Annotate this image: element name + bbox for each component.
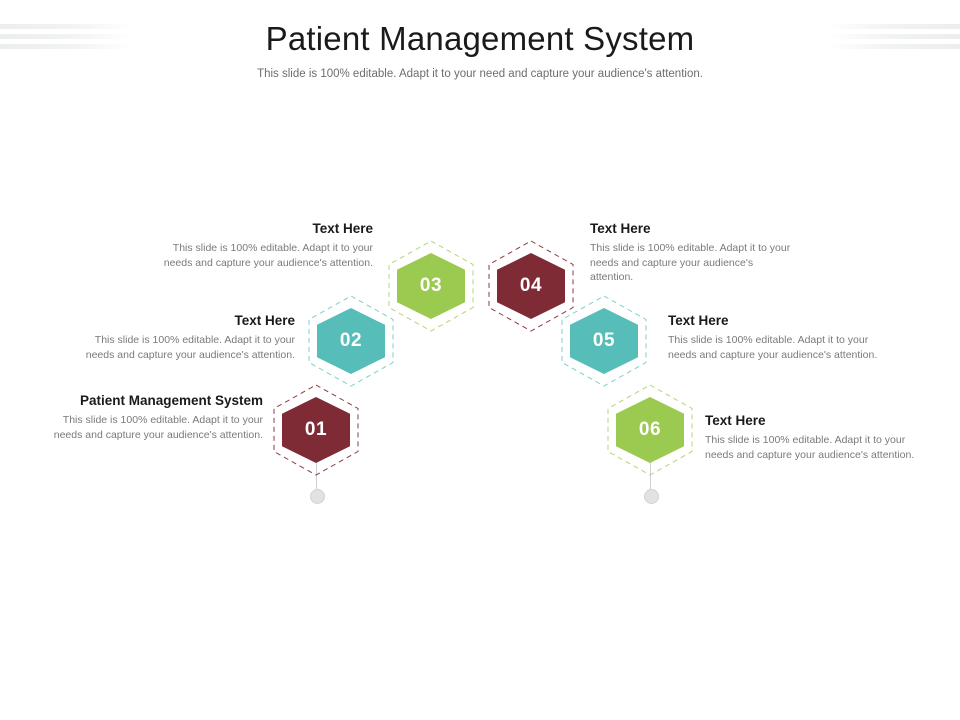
hexagon-node-03[interactable]: 03 bbox=[383, 238, 479, 334]
hexagon-core-icon bbox=[616, 397, 684, 463]
stripe bbox=[828, 34, 960, 39]
text-block-03-body: This slide is 100% editable. Adapt it to… bbox=[163, 242, 373, 269]
connector-stem-06 bbox=[650, 458, 651, 490]
hexagon-ring-icon bbox=[607, 384, 693, 476]
hexagon-node-06[interactable]: 06 bbox=[602, 382, 698, 478]
text-block-05-heading: Text Here bbox=[668, 313, 729, 328]
slide-header: Patient Management System This slide is … bbox=[0, 0, 960, 80]
hexagon-core-icon bbox=[282, 397, 350, 463]
text-block-01: Patient Management System This slide is … bbox=[48, 392, 263, 442]
hexagon-node-01[interactable]: 01 bbox=[268, 382, 364, 478]
page-subtitle: This slide is 100% editable. Adapt it to… bbox=[257, 68, 703, 80]
hexagon-ring-icon bbox=[488, 240, 574, 332]
stripe bbox=[828, 44, 960, 49]
text-block-01-body: This slide is 100% editable. Adapt it to… bbox=[53, 414, 263, 441]
text-block-05-body: This slide is 100% editable. Adapt it to… bbox=[668, 334, 878, 361]
text-block-02-body: This slide is 100% editable. Adapt it to… bbox=[85, 334, 295, 361]
hexagon-core-icon bbox=[570, 308, 638, 374]
hexagon-core-icon bbox=[317, 308, 385, 374]
text-block-03: Text Here This slide is 100% editable. A… bbox=[158, 220, 373, 270]
stripe bbox=[0, 44, 132, 49]
text-block-04-body: This slide is 100% editable. Adapt it to… bbox=[590, 242, 791, 283]
text-block-03-heading: Text Here bbox=[312, 221, 373, 236]
text-block-02-heading: Text Here bbox=[234, 313, 295, 328]
connector-dot-01 bbox=[310, 489, 325, 504]
stripe bbox=[0, 34, 132, 39]
text-block-04: Text Here This slide is 100% editable. A… bbox=[590, 220, 795, 285]
hexagon-ring-icon bbox=[273, 384, 359, 476]
hexagon-ring-icon bbox=[308, 295, 394, 387]
text-block-01-heading: Patient Management System bbox=[79, 393, 263, 408]
hexagon-ring-icon bbox=[388, 240, 474, 332]
text-block-06-heading: Text Here bbox=[705, 413, 766, 428]
text-block-04-heading: Text Here bbox=[590, 221, 651, 236]
hexagon-core-icon bbox=[497, 253, 565, 319]
text-block-05: Text Here This slide is 100% editable. A… bbox=[668, 312, 880, 362]
text-block-06: Text Here This slide is 100% editable. A… bbox=[705, 412, 917, 462]
connector-dot-06 bbox=[644, 489, 659, 504]
hexagon-ring-icon bbox=[561, 295, 647, 387]
corner-stripes-left bbox=[0, 22, 132, 58]
page-title: Patient Management System bbox=[265, 20, 695, 57]
hexagon-node-05[interactable]: 05 bbox=[556, 293, 652, 389]
stripe bbox=[828, 24, 960, 29]
corner-stripes-right bbox=[828, 22, 960, 58]
hexagon-core-icon bbox=[397, 253, 465, 319]
stripe bbox=[0, 24, 132, 29]
text-block-06-body: This slide is 100% editable. Adapt it to… bbox=[705, 434, 915, 461]
text-block-02: Text Here This slide is 100% editable. A… bbox=[80, 312, 295, 362]
connector-stem-01 bbox=[316, 458, 317, 490]
